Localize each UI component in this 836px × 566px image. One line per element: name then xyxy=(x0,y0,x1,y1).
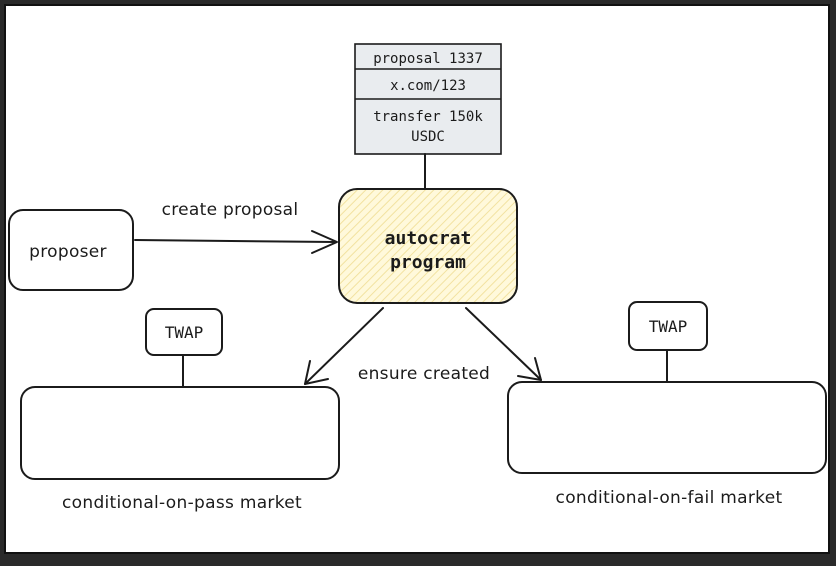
diagram-svg: proposal 1337 x.com/123 transfer 150k US… xyxy=(8,43,827,513)
proposal-link: x.com/123 xyxy=(390,78,466,94)
ensure-created-arrow-pass xyxy=(304,307,384,385)
fail-market-caption: conditional-on-fail market xyxy=(556,488,783,508)
ensure-created-arrow-fail xyxy=(465,307,542,381)
fail-market-node: TWAP conditional-on-fail market xyxy=(507,301,827,508)
create-proposal-label: create proposal xyxy=(162,200,299,220)
pass-market-node: TWAP conditional-on-pass market xyxy=(20,308,340,513)
autocrat-program-node: autocrat program xyxy=(338,188,518,304)
diagram-canvas: proposal 1337 x.com/123 transfer 150k US… xyxy=(4,4,830,554)
autocrat-label-line1: autocrat xyxy=(385,228,472,249)
pass-twap-label: TWAP xyxy=(165,323,204,342)
pass-market-caption: conditional-on-pass market xyxy=(62,493,302,513)
proposer-label: proposer xyxy=(29,242,107,262)
proposal-card: proposal 1337 x.com/123 transfer 150k US… xyxy=(354,43,502,155)
proposer-node: proposer xyxy=(8,209,134,291)
proposal-title: proposal 1337 xyxy=(373,51,483,67)
fail-twap-label: TWAP xyxy=(649,317,688,336)
proposal-instruction-line2: USDC xyxy=(411,129,445,145)
autocrat-label-line2: program xyxy=(390,252,466,273)
create-proposal-arrow: create proposal xyxy=(134,200,338,254)
proposal-instruction-line1: transfer 150k xyxy=(373,109,483,125)
ensure-created-label: ensure created xyxy=(358,364,490,384)
